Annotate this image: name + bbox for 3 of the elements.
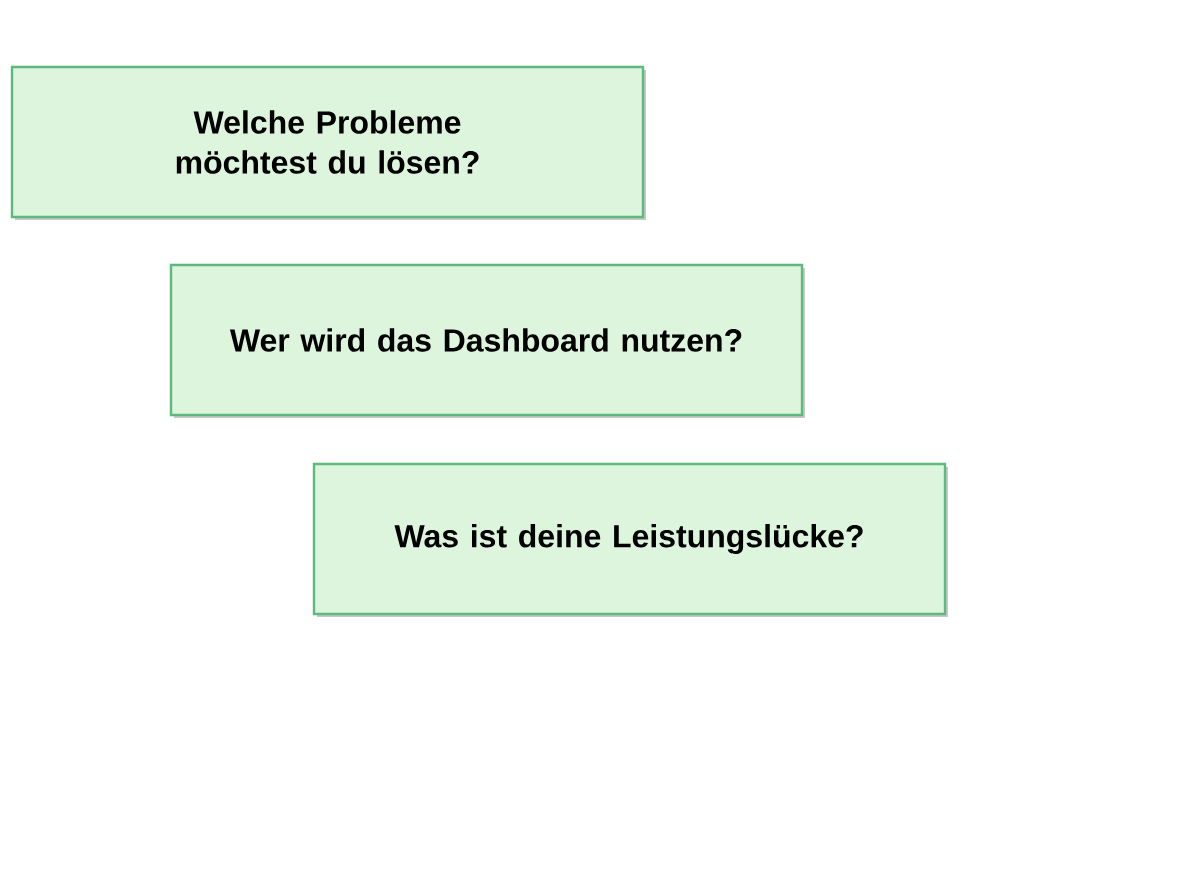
question-box: Wer wird das Dashboard nutzen? — [169, 263, 804, 417]
question-box: Welche Probleme möchtest du lösen? — [10, 65, 645, 219]
question-box: Was ist deine Leistungslücke? — [312, 462, 947, 616]
